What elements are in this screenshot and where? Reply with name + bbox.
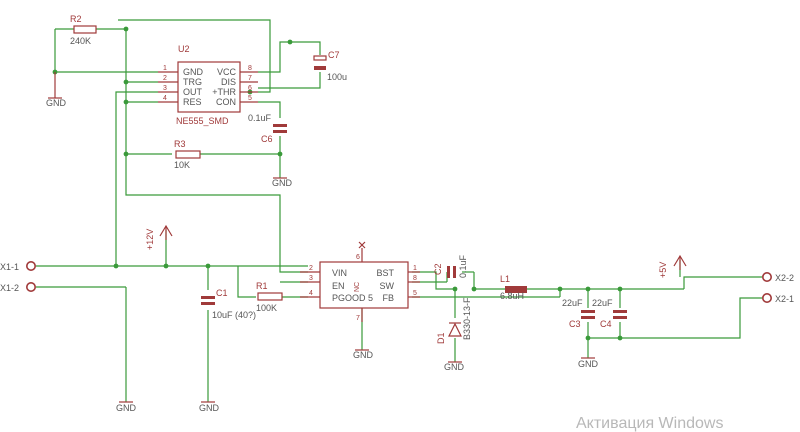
u2-pin3-name: OUT (183, 87, 203, 97)
u2-pin1-num: 1 (163, 65, 167, 72)
reg-pin-suffix: 5 (368, 293, 373, 303)
gnd-label-3: GND (116, 403, 137, 413)
power-12v: +12V (145, 224, 173, 250)
u2-pin4-name: RES (183, 97, 202, 107)
u2-ref: U2 (178, 44, 190, 54)
u2-pin2-num: 2 (163, 75, 167, 82)
c4-ref: C4 (600, 319, 612, 329)
r2-ref: R2 (70, 14, 82, 24)
reg-pin7-num: 7 (356, 315, 360, 322)
connector-x2-1: X2-1 (761, 292, 794, 304)
windows-activation-watermark: Активация Windows (576, 415, 723, 432)
c2-value: 0.1uF (458, 254, 468, 278)
u2-pin6-num: 6 (248, 85, 252, 92)
u2-pin2-name: TRG (183, 77, 202, 87)
reg-pin2-num: 2 (309, 265, 313, 272)
x1-2-label: X1-2 (0, 283, 19, 293)
reg-pin-pgood-name: PGOOD (332, 293, 366, 303)
reg-pin-en-name: EN (332, 281, 345, 291)
reg-center-mark: NC (354, 282, 361, 292)
l1-value: 6.8uH (500, 291, 524, 301)
u2-pin1-name: GND (183, 67, 204, 77)
d1-ref: D1 (436, 332, 446, 344)
x2-1-label: X2-1 (775, 294, 794, 304)
x1-1-label: X1-1 (0, 262, 19, 272)
reg-pin5-num: 5 (413, 290, 417, 297)
resistor-r1: R1 100K (256, 281, 283, 313)
capacitor-c2: C2 0.1uF (433, 254, 468, 278)
c7-ref: C7 (328, 50, 340, 60)
c1-ref: C1 (216, 288, 228, 298)
c1-value: 10uF (40?) (212, 310, 256, 320)
resistor-r2: R2 240K (70, 14, 97, 46)
u2-pin4-num: 4 (163, 95, 167, 102)
d1-value: B330-13-F (462, 297, 472, 340)
u2-pin3-num: 3 (163, 85, 167, 92)
gnd-label-6: GND (444, 362, 465, 372)
reg-pin4-num: 4 (309, 290, 313, 297)
capacitor-c6: 0.1uF C6 (248, 113, 287, 144)
c3-ref: C3 (569, 319, 581, 329)
u2-pin7-num: 7 (248, 75, 252, 82)
u2-pin5-num: 5 (248, 95, 252, 102)
capacitor-c1: C1 10uF (40?) (201, 288, 256, 320)
connector-x1-2: X1-2 (0, 281, 36, 293)
gnd-label-1: GND (46, 98, 67, 108)
resistor-r3: R3 10K (174, 139, 201, 170)
r2-value: 240K (70, 36, 91, 46)
u2-value: NE555_SMD (176, 116, 229, 126)
regulator-chip: VIN EN PGOOD 5 BST SW FB NC 2 3 4 1 8 5 … (300, 241, 420, 322)
v5-label: +5V (658, 262, 668, 278)
reg-pin-bst-name: BST (376, 268, 394, 278)
reg-pin3-num: 3 (309, 275, 313, 282)
r1-ref: R1 (256, 281, 268, 291)
u2-ne555-chip: U2 NE555_SMD GND TRG OUT RES VCC DIS +TH… (158, 44, 258, 126)
c7-value: 100u (327, 72, 347, 82)
r3-value: 10K (174, 160, 190, 170)
c3-value: 22uF (562, 298, 583, 308)
u2-pin5-name: CON (216, 97, 236, 107)
l1-ref: L1 (500, 274, 510, 284)
u2-pin7-name: DIS (221, 77, 236, 87)
reg-pin6-num: 6 (356, 254, 360, 261)
reg-pin1-num: 1 (413, 265, 417, 272)
reg-pin-vin-name: VIN (332, 268, 347, 278)
inductor-l1: L1 6.8uH (500, 274, 527, 301)
wires (36, 19, 762, 402)
connector-x1-1: X1-1 (0, 260, 36, 272)
gnd-label-5: GND (353, 350, 374, 360)
reg-pin8-num: 8 (413, 275, 417, 282)
gnd-label-7: GND (578, 359, 599, 369)
reg-pin-sw-name: SW (380, 281, 395, 291)
junctions (52, 26, 623, 341)
diode-d1: D1 B330-13-F (436, 297, 472, 344)
power-5v: +5V (658, 254, 687, 278)
capacitor-c7: C7 100u (313, 50, 347, 82)
gnd-symbols: GND GND GND GND GND GND GND (46, 72, 599, 413)
u2-pin8-name: VCC (217, 67, 237, 77)
reg-pin-fb-name: FB (382, 293, 394, 303)
capacitor-c4: 22uF C4 (592, 298, 627, 329)
v12-label: +12V (145, 229, 155, 250)
c6-value: 0.1uF (248, 113, 272, 123)
c2-ref: C2 (433, 263, 443, 275)
u2-pin6-name: +THR (212, 87, 236, 97)
gnd-label-4: GND (199, 403, 220, 413)
capacitor-c3: 22uF C3 (562, 298, 595, 329)
gnd-label-2: GND (272, 178, 293, 188)
c4-value: 22uF (592, 298, 613, 308)
u2-pin8-num: 8 (248, 65, 252, 72)
connector-x2-2: X2-2 (761, 271, 794, 283)
x2-2-label: X2-2 (775, 273, 794, 283)
r1-value: 100K (256, 303, 277, 313)
r3-ref: R3 (174, 139, 186, 149)
c6-ref: C6 (261, 134, 273, 144)
